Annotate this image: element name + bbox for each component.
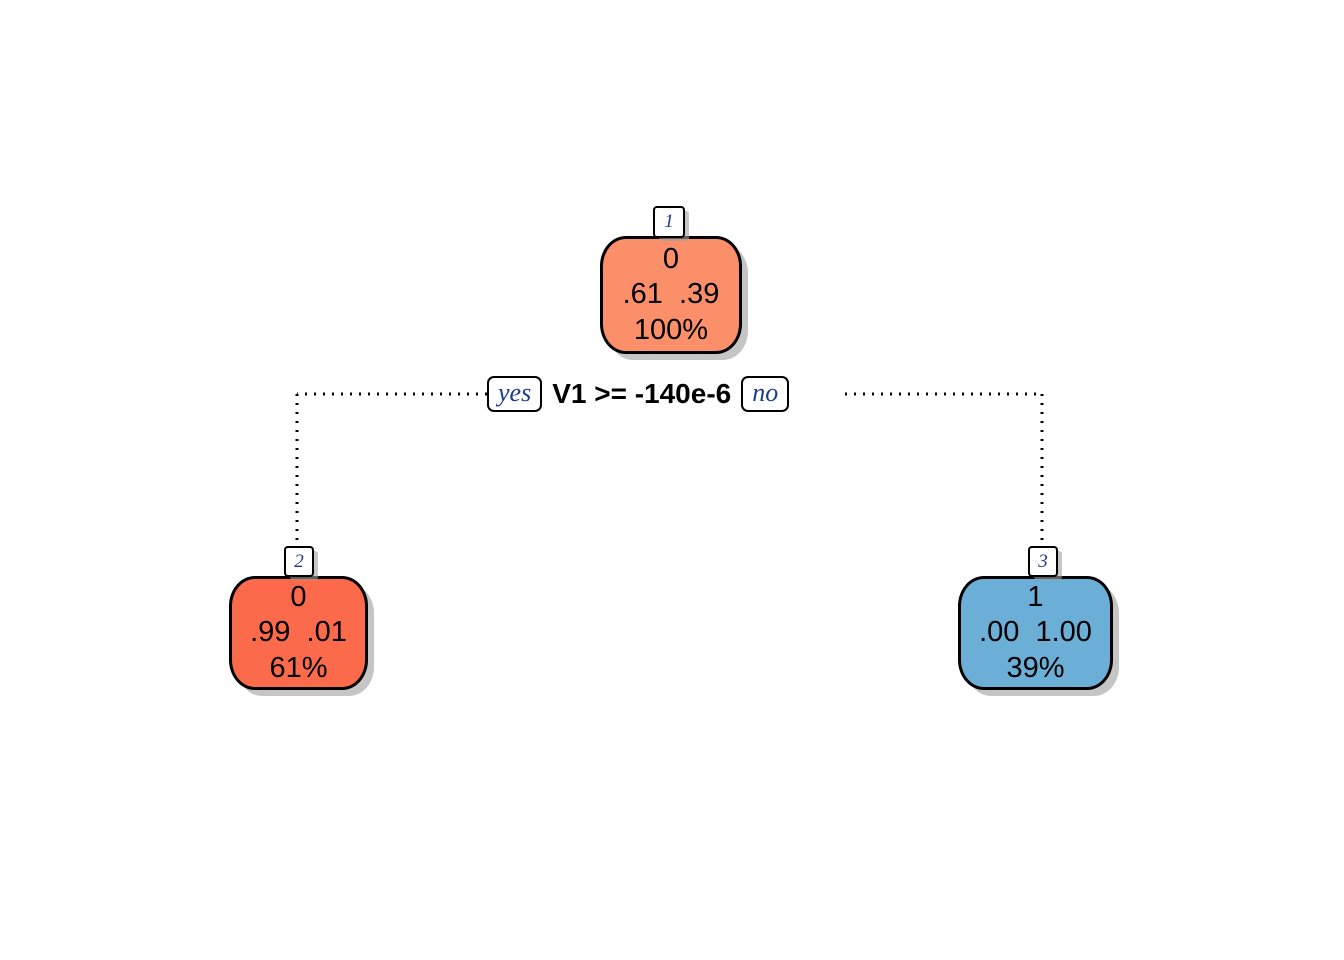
node-body-1[interactable]: 0 .61 .39 100% [600,236,742,354]
node-id-badge-1: 1 [653,206,685,238]
node-2-percent: 61% [269,651,328,684]
node-1-class: 0 [662,243,680,276]
node-body-3[interactable]: 1 .00 1.00 39% [958,576,1113,690]
node-1-percent: 100% [633,313,709,346]
node-1-probabilities: .61 .39 [622,278,720,311]
node-2-probabilities: .99 .01 [250,616,347,649]
node-3-probabilities: .00 1.00 [979,616,1092,649]
branch-label-no[interactable]: no [741,376,790,412]
node-body-2[interactable]: 0 .99 .01 61% [229,576,368,690]
node-3-percent: 39% [1006,651,1065,684]
split-condition-text: V1 >= -140e-6 [542,378,742,410]
split-label-row: yes V1 >= -140e-6 no [487,376,790,412]
node-2-class: 0 [290,581,307,614]
node-id-badge-3: 3 [1028,546,1058,577]
branch-label-yes[interactable]: yes [487,376,543,412]
node-3-class: 1 [1027,581,1044,614]
node-id-badge-2: 2 [284,546,314,577]
